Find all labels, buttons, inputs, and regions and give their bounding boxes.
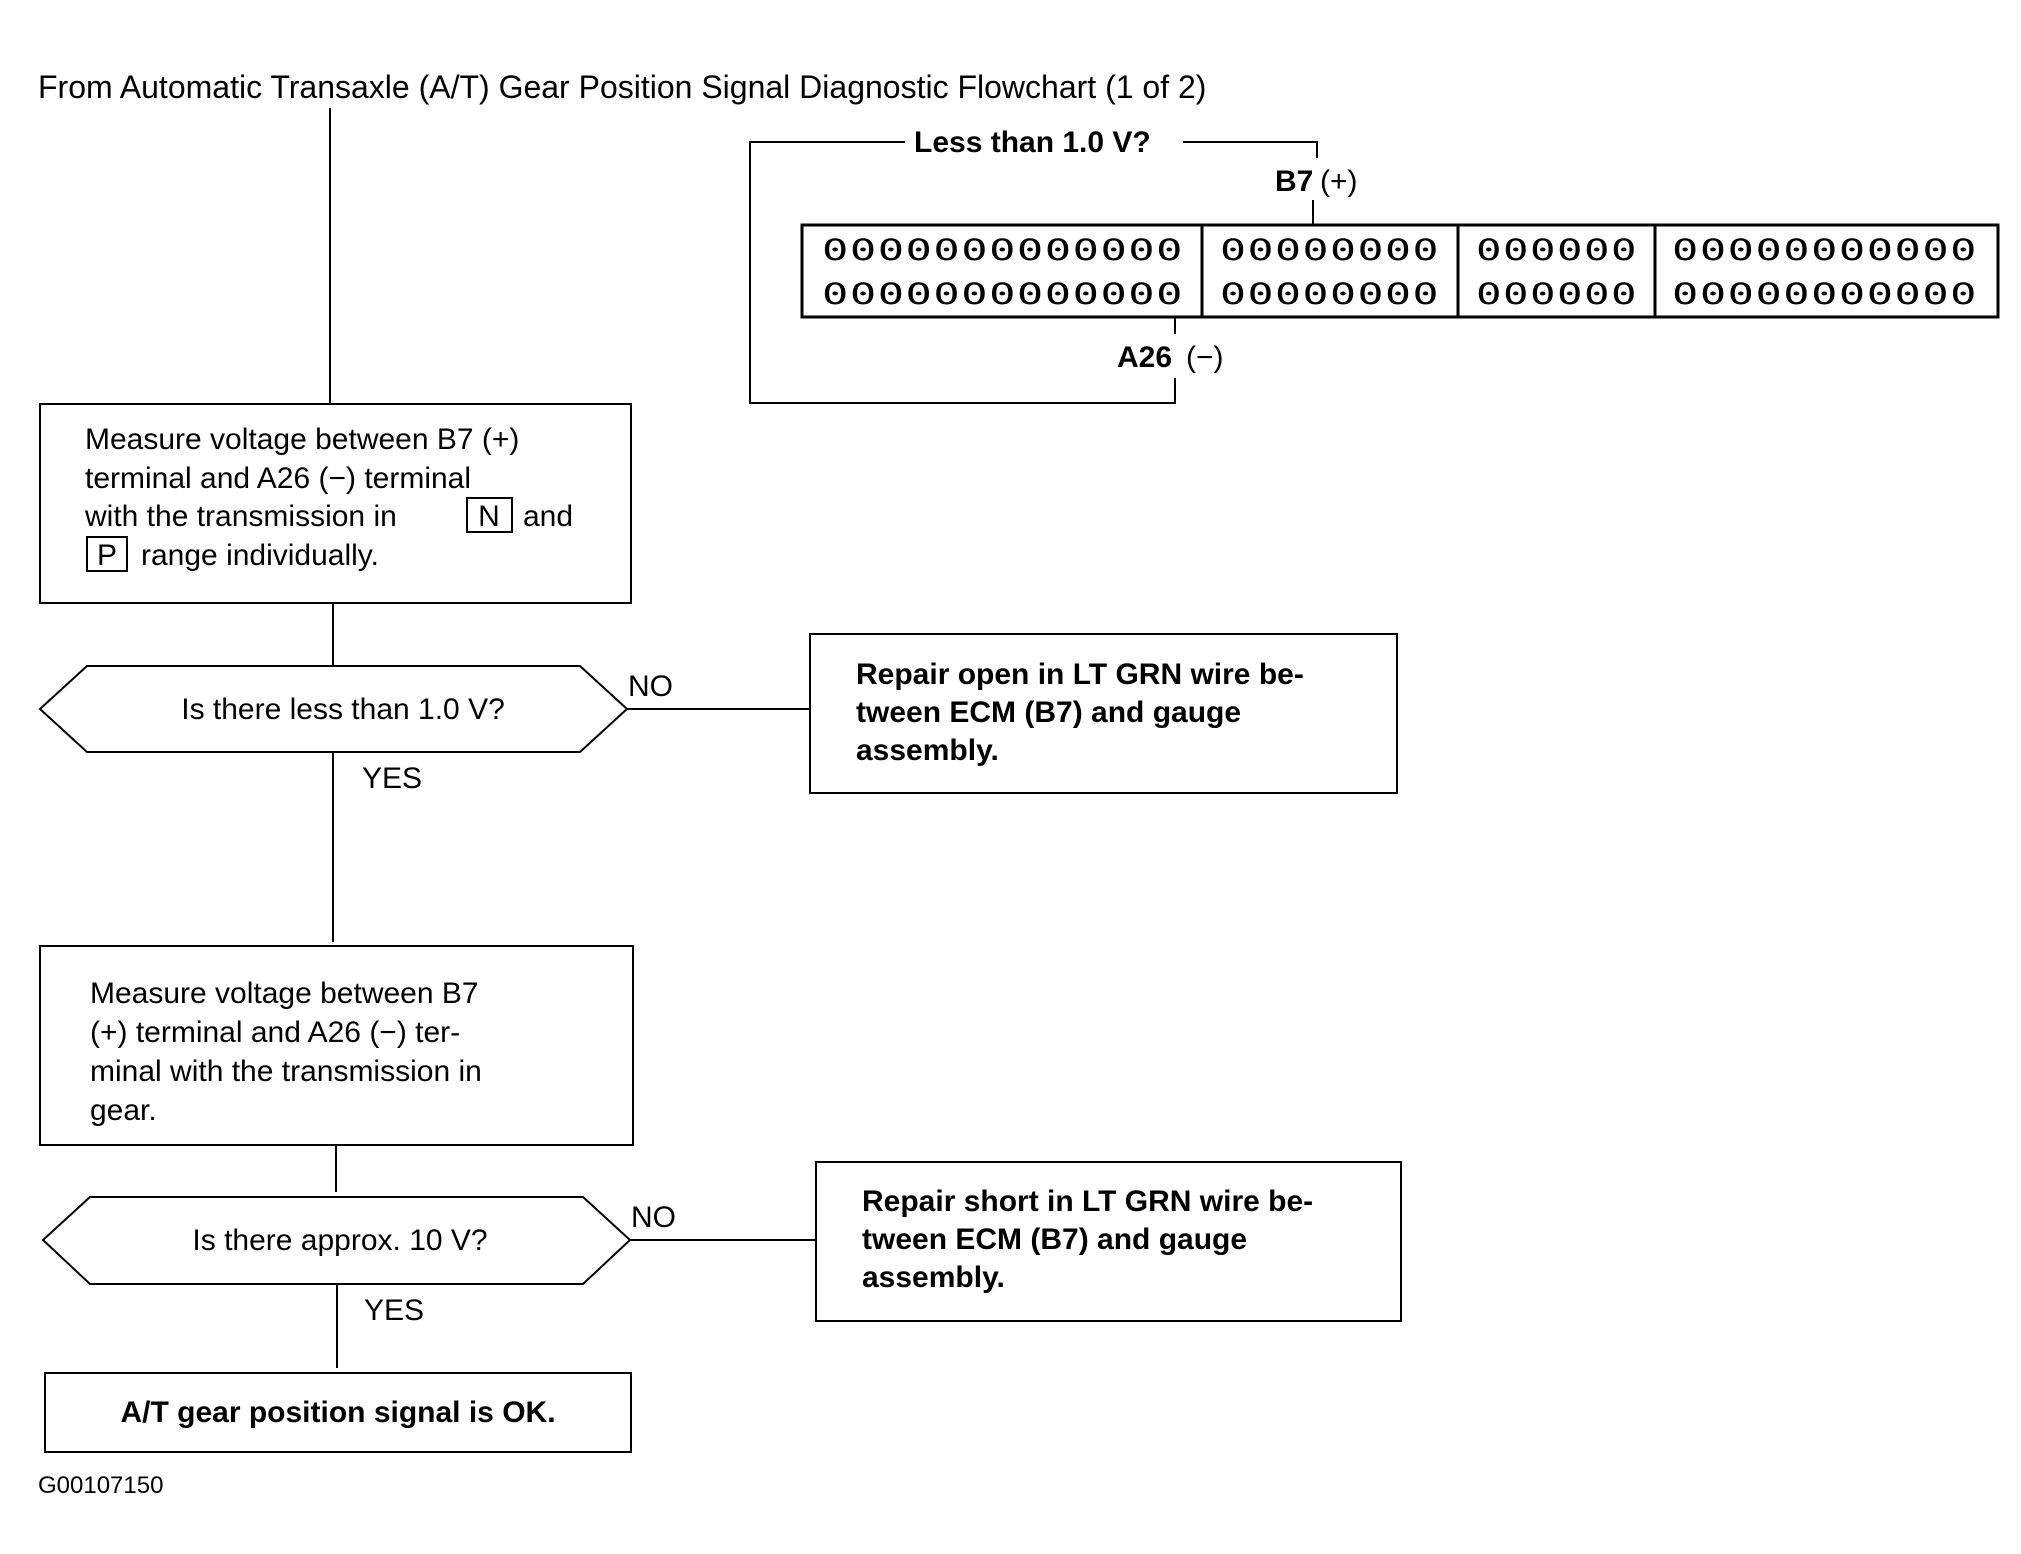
range-n-box [466, 497, 513, 533]
range-p-box [86, 536, 128, 572]
repair2-frame [815, 1161, 1402, 1322]
connector-pins-d-bottom: 00000000000 [1672, 277, 1978, 311]
a26-sign-label: (−) [1186, 341, 1224, 374]
decision2-yes-label: YES [364, 1294, 424, 1327]
step1-box: Measure voltage between B7 (+) terminal … [39, 403, 632, 604]
repair1-line-1: Repair open in LT GRN wire be- [856, 658, 1304, 691]
step1-line-4: range individually. [141, 539, 379, 572]
b7-lead-line [1183, 141, 1318, 158]
result-box: A/T gear position signal is OK. [44, 1372, 632, 1453]
step2-frame [39, 945, 634, 1146]
repair2-line-3: assembly. [862, 1261, 1005, 1294]
connector-pins-c-bottom: 000000 [1476, 277, 1638, 311]
figure-id: G00107150 [38, 1472, 163, 1499]
connector-pins-d-top: 00000000000 [1672, 233, 1978, 267]
repair1-box: Repair open in LT GRN wire be- tween ECM… [809, 633, 1398, 794]
repair1-line-2: tween ECM (B7) and gauge [856, 696, 1241, 729]
connector-pins-a-top: 0000000000000 [822, 233, 1184, 267]
step2-line-4: gear. [90, 1094, 157, 1127]
decision1-yes-label: YES [362, 762, 422, 795]
header-title: From Automatic Transaxle (A/T) Gear Posi… [38, 69, 1206, 105]
decision2: Is there approx. 10 V? NO YES [41, 1196, 816, 1327]
repair2-box: Repair short in LT GRN wire be- tween EC… [815, 1161, 1402, 1322]
step2-line-1: Measure voltage between B7 [90, 977, 479, 1010]
step1-line-3: with the transmission in [84, 500, 397, 533]
step2-line-3: minal with the transmission in [90, 1055, 482, 1088]
connector-body [800, 223, 2000, 319]
b7-terminal-label: B7 [1275, 165, 1313, 198]
decision2-no-label: NO [631, 1201, 676, 1234]
a26-terminal-label: A26 [1117, 341, 1172, 374]
repair1-frame [809, 633, 1398, 794]
repair2-line-2: tween ECM (B7) and gauge [862, 1223, 1247, 1256]
step1-line-3-end: and [523, 500, 573, 533]
repair2-line-1: Repair short in LT GRN wire be- [862, 1185, 1313, 1218]
connector-question: Less than 1.0 V? [914, 126, 1151, 159]
step2-box: Measure voltage between B7 (+) terminal … [39, 945, 634, 1146]
step1-frame [39, 403, 632, 604]
connector-pins-a-bottom: 0000000000000 [822, 277, 1184, 311]
ecm-connector: 0000000000000 0000000000000 00000000 000… [800, 223, 2000, 319]
step2-line-2: (+) terminal and A26 (−) ter- [90, 1016, 460, 1049]
result-text: A/T gear position signal is OK. [120, 1396, 555, 1429]
decision1-question: Is there less than 1.0 V? [181, 693, 505, 726]
repair1-line-3: assembly. [856, 734, 999, 767]
decision2-question: Is there approx. 10 V? [192, 1224, 487, 1257]
step1-line-2: terminal and A26 (−) terminal [85, 462, 471, 495]
b7-sign-label: (+) [1320, 165, 1358, 198]
connector-pins-b-bottom: 00000000 [1220, 277, 1440, 311]
result-frame [44, 1372, 632, 1453]
range-n-label: N [478, 500, 500, 533]
decision1-no-label: NO [628, 670, 673, 703]
measure-loop-line [749, 141, 1176, 404]
connector-pins-b-top: 00000000 [1220, 233, 1440, 267]
decision1: Is there less than 1.0 V? NO YES [38, 665, 810, 795]
connector-pins-c-top: 000000 [1476, 233, 1638, 267]
range-p-label: P [97, 539, 117, 572]
step1-line-1: Measure voltage between B7 (+) [85, 423, 519, 456]
